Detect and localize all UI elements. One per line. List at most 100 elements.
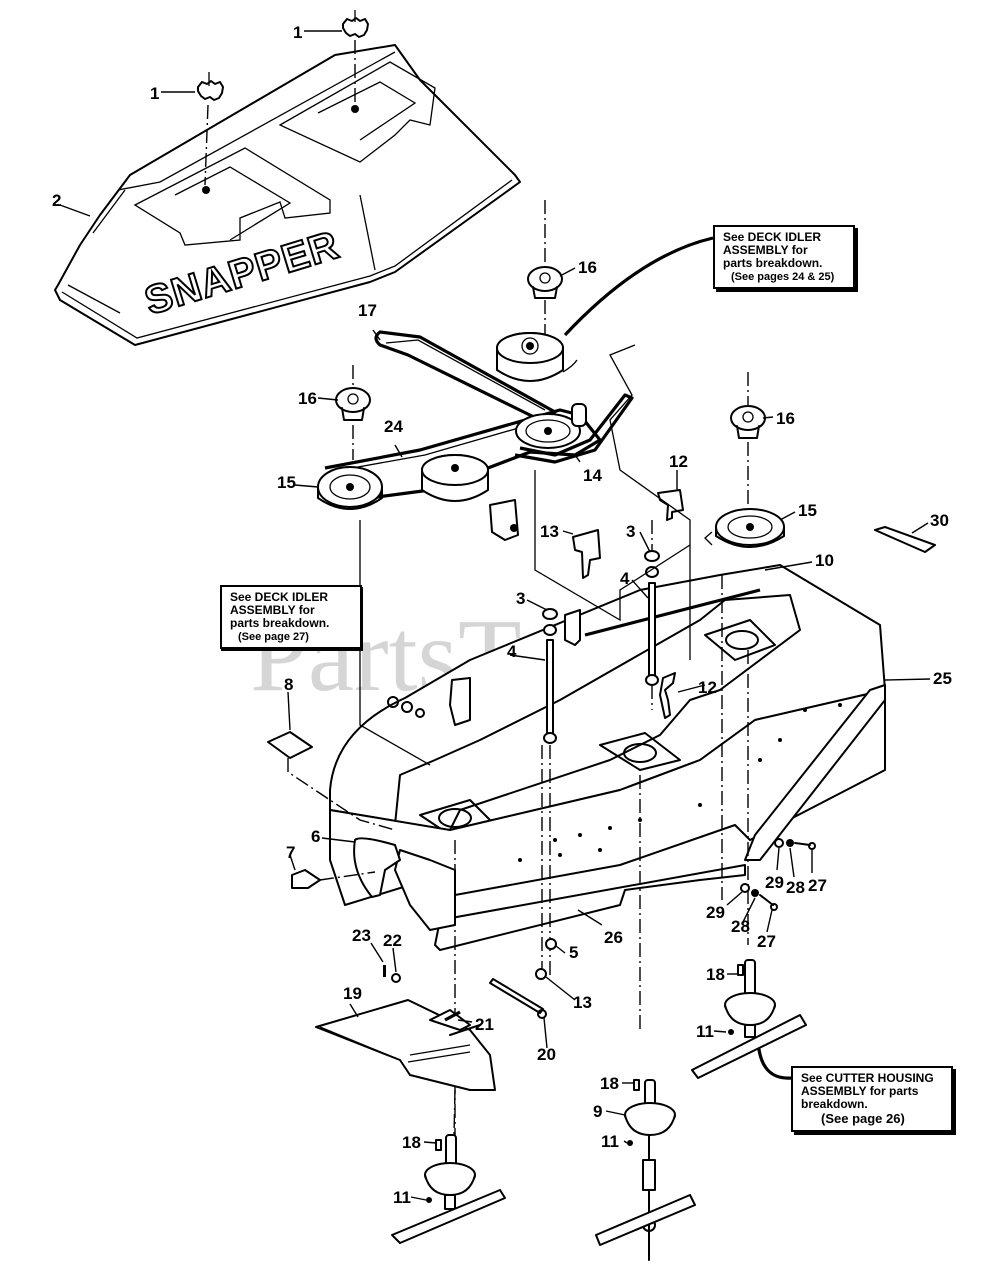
callout-deck-idler-assembly-top[interactable]: See DECK IDLER ASSEMBLY for parts breakd… bbox=[713, 225, 855, 289]
pulley-15-right[interactable] bbox=[704, 508, 785, 548]
decal-8[interactable] bbox=[267, 731, 313, 759]
pulley-14[interactable] bbox=[515, 403, 587, 449]
part-label: 11 bbox=[601, 1132, 619, 1151]
spindle-center[interactable] bbox=[624, 1079, 676, 1261]
callout-line: ASSEMBLY for bbox=[723, 243, 808, 258]
part-label: 1 bbox=[150, 84, 159, 103]
deck-cover[interactable]: SNAPPER bbox=[54, 44, 521, 346]
discharge-housing-6[interactable] bbox=[353, 837, 401, 898]
idler-pulley-top[interactable] bbox=[496, 332, 578, 382]
blade-left[interactable] bbox=[391, 1189, 506, 1244]
pulley-15-left[interactable] bbox=[317, 466, 383, 510]
part-label: 16 bbox=[776, 409, 795, 428]
idler-pulley-middle[interactable] bbox=[421, 454, 519, 541]
bracket-10[interactable] bbox=[564, 609, 581, 646]
part-label: 23 bbox=[352, 926, 371, 945]
bearing-16a[interactable] bbox=[527, 200, 563, 335]
part-label: 4 bbox=[507, 642, 517, 661]
part-label: 27 bbox=[757, 932, 776, 951]
spindle-right[interactable] bbox=[724, 959, 776, 1038]
part-label: 3 bbox=[626, 522, 635, 541]
blade-right[interactable] bbox=[691, 1014, 807, 1079]
mower-deck-housing[interactable] bbox=[329, 564, 886, 906]
nut-13[interactable] bbox=[535, 968, 547, 980]
skirt-plate-25[interactable] bbox=[744, 684, 886, 861]
decal-30[interactable] bbox=[874, 526, 936, 553]
decal-7[interactable] bbox=[291, 869, 321, 889]
part-label: 30 bbox=[930, 511, 949, 530]
knob-1a[interactable] bbox=[197, 72, 224, 194]
part-label: 28 bbox=[731, 917, 750, 936]
nut-3a[interactable] bbox=[644, 520, 660, 562]
part-label: 4 bbox=[620, 569, 630, 588]
part-label: 22 bbox=[383, 931, 402, 950]
part-label: 18 bbox=[600, 1074, 619, 1093]
part-label: 26 bbox=[604, 928, 623, 947]
nut-5[interactable] bbox=[545, 938, 557, 950]
washer-22[interactable] bbox=[391, 973, 401, 983]
rod-4b[interactable] bbox=[543, 624, 557, 744]
part-label: 24 bbox=[384, 417, 403, 436]
bolt-set-upper[interactable] bbox=[774, 838, 816, 850]
hook-12b[interactable] bbox=[659, 672, 676, 719]
part-label: 29 bbox=[765, 873, 784, 892]
part-label: 18 bbox=[706, 965, 725, 984]
part-label: 7 bbox=[286, 843, 295, 862]
part-label: 13 bbox=[573, 993, 592, 1012]
part-label: 25 bbox=[933, 669, 952, 688]
nut-set-left[interactable] bbox=[387, 696, 425, 718]
part-label: 27 bbox=[808, 876, 827, 895]
part-label: 11 bbox=[393, 1188, 411, 1207]
discharge-chute-19[interactable] bbox=[315, 999, 496, 1091]
bearing-16b[interactable] bbox=[335, 365, 371, 460]
callout-line: See CUTTER HOUSING bbox=[801, 1071, 934, 1085]
part-label: 5 bbox=[569, 943, 578, 962]
part-label: 12 bbox=[669, 452, 688, 471]
spindle-opening-right bbox=[704, 619, 776, 661]
leader-lines bbox=[59, 30, 931, 1201]
spindle-opening-center bbox=[599, 732, 681, 771]
part-label: 11 bbox=[696, 1022, 714, 1041]
part-label: 28 bbox=[786, 878, 805, 897]
callout-deck-idler-assembly-left[interactable]: See DECK IDLER ASSEMBLY for parts breakd… bbox=[220, 585, 362, 649]
callout-page-ref: (See page 27) bbox=[238, 630, 309, 643]
bearing-16c[interactable] bbox=[730, 372, 766, 505]
part-label: 9 bbox=[593, 1102, 602, 1121]
callout-cutter-housing-assembly[interactable]: See CUTTER HOUSING ASSEMBLY for parts br… bbox=[791, 1066, 953, 1132]
callout-page-ref: (See pages 24 & 25) bbox=[731, 270, 835, 283]
part-label: 2 bbox=[52, 191, 61, 210]
part-label: 10 bbox=[815, 551, 834, 570]
knob-1b[interactable] bbox=[342, 10, 369, 113]
rod-4a[interactable] bbox=[645, 566, 659, 710]
blade-center[interactable] bbox=[595, 1194, 696, 1246]
callout-line: ASSEMBLY for parts bbox=[801, 1084, 919, 1099]
part-label: 16 bbox=[578, 258, 597, 277]
callout-line: breakdown. bbox=[801, 1097, 868, 1112]
part-label: 21 bbox=[475, 1015, 494, 1034]
part-label: 15 bbox=[798, 501, 817, 520]
pin-23[interactable] bbox=[383, 965, 386, 977]
callout-page-ref: (See page 26) bbox=[821, 1110, 905, 1126]
part-labels: 1 1 2 16 17 16 24 16 15 14 12 13 3 15 30… bbox=[52, 23, 952, 1207]
part-label: 13 bbox=[540, 522, 559, 541]
bolt-set-lower[interactable] bbox=[740, 883, 778, 911]
part-label: 17 bbox=[358, 301, 377, 320]
part-label: 15 bbox=[277, 473, 296, 492]
pin-20[interactable] bbox=[489, 978, 544, 1014]
callout-line: See DECK IDLER bbox=[723, 230, 822, 244]
belt-14[interactable] bbox=[514, 393, 634, 464]
part-label: 6 bbox=[311, 827, 320, 846]
part-label: 12 bbox=[698, 678, 717, 697]
part-label: 20 bbox=[537, 1045, 556, 1064]
part-label: 3 bbox=[516, 589, 525, 608]
hook-12a[interactable] bbox=[657, 489, 684, 521]
part-label: 8 bbox=[284, 675, 293, 694]
nut-3b[interactable] bbox=[542, 608, 558, 620]
callout-line: ASSEMBLY for bbox=[230, 603, 315, 618]
callout-top-leader bbox=[563, 236, 714, 337]
part-label: 14 bbox=[583, 466, 602, 485]
hook-13[interactable] bbox=[572, 529, 601, 579]
part-label: 19 bbox=[343, 984, 362, 1003]
spindle-left[interactable] bbox=[424, 1134, 476, 1210]
